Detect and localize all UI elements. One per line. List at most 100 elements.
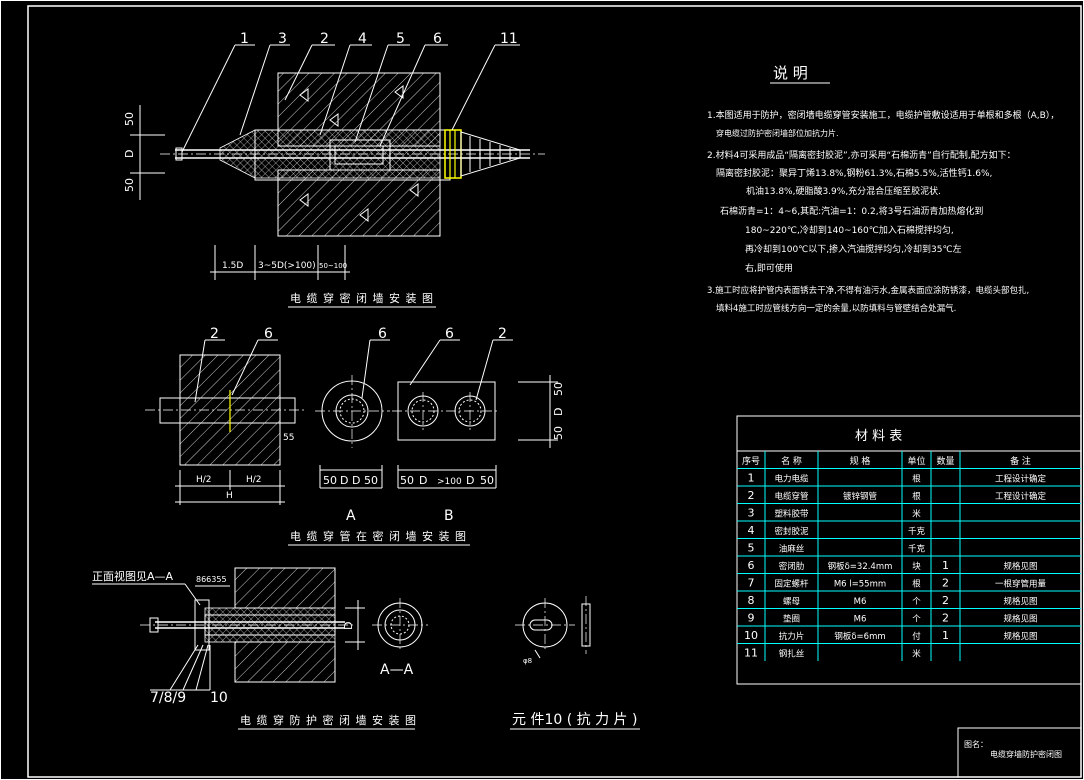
table-cell: 工程设计确定 <box>995 491 1047 502</box>
table-cell: M6 l=55mm <box>834 579 886 589</box>
table-cell: 千克 <box>908 526 926 537</box>
title-block-label: 图名： <box>964 739 988 749</box>
dim-h: H <box>226 491 233 501</box>
table-cell: M6 <box>854 597 867 607</box>
dim-3-5d: 3~5D(>100) <box>258 261 316 271</box>
dim-b-5: 50 <box>480 474 494 487</box>
table-cell: 电力电缆 <box>774 473 809 484</box>
dim-r-mid: D <box>552 408 565 416</box>
table-cell: M6 <box>854 614 867 624</box>
fig1-title: 电 缆 穿 密 闭 墙 安 装 图 <box>290 291 434 305</box>
dim-b-4: D <box>466 474 474 487</box>
label-b: B <box>444 508 454 524</box>
table-cell: 镀锌钢管 <box>843 491 877 502</box>
table-cell: 密封胶泥 <box>774 526 809 537</box>
dim-55: 55 <box>283 433 294 443</box>
table-header-cell: 数量 <box>936 455 954 467</box>
note-line-1: 1.本图适用于防护，密闭墙电缆穿管安装施工，电缆护管敷设适用于单根和多根（A,B… <box>707 109 1059 121</box>
fig3-title: 电 缆 穿 防 护 密 闭 墙 安 装 图 <box>240 713 417 727</box>
front-view-note: 正面视图见A—A <box>92 569 174 583</box>
table-cell: 规格见图 <box>1003 613 1037 624</box>
table-cell: 根 <box>912 491 921 502</box>
table-cell: 规格见图 <box>1003 596 1037 607</box>
table-cell: 10 <box>744 629 758 642</box>
dim-a-4: 50 <box>364 474 378 487</box>
note-line-3: 2.材料4可采用成品“隔离密封胶泥”,亦可采用“石棉沥青”自行配制,配方如下： <box>707 149 1016 161</box>
table-cell: 5 <box>748 541 755 554</box>
table-cell: 规格见图 <box>1003 561 1037 572</box>
dim-a-2: D <box>340 474 348 487</box>
table-cell: 1 <box>748 471 755 484</box>
note-line-5: 机油13.8%,硬脂酸3.9%,充分混合压缩至胶泥状. <box>746 185 941 197</box>
view-b-callout-2: 2 <box>498 326 507 342</box>
table-header-cell: 名 称 <box>781 455 802 467</box>
figure-cable-protective-seal-wall: D 正面视图见A—A 866355 7/8/9 10 A—A 电 缆 穿 防 护… <box>92 567 428 730</box>
table-cell: 塑料胶带 <box>774 508 809 519</box>
table-cell: 钢板δ=32.4mm <box>828 561 893 572</box>
table-cell: 垫圈 <box>783 613 800 624</box>
dim-b-2: D <box>419 474 427 487</box>
table-cell: 电缆穿管 <box>774 491 808 502</box>
callout-4: 4 <box>358 31 367 47</box>
table-cell: 规格见图 <box>1003 631 1037 642</box>
table-cell: 2 <box>748 489 755 502</box>
table-cell: 千克 <box>908 543 926 554</box>
table-cell: 固定螺杆 <box>774 578 809 589</box>
note-line-10: 3.施工时应将护管内表面锈去干净,不得有油污水,金属表面应涂防锈漆，电缆头部包扎… <box>707 285 1029 296</box>
table-cell: 个 <box>912 597 921 607</box>
fig3-dim-d: D <box>342 622 355 630</box>
table-cell: 根 <box>912 473 921 484</box>
dim-b-3: >100 <box>437 477 462 487</box>
table-cell: 块 <box>912 561 921 572</box>
dim-r-top: 50 <box>552 382 565 396</box>
fig3-top-dims: 866355 <box>196 575 227 584</box>
table-cell: 11 <box>744 646 758 659</box>
callout-11: 11 <box>500 31 518 47</box>
table-cell: 钢板δ=6mm <box>834 631 885 642</box>
dim-h-half-1: H/2 <box>196 475 212 485</box>
table-cell: 米 <box>912 648 921 659</box>
table-header-cell: 单位 <box>907 455 925 467</box>
note-line-7: 180~220℃,冷却到140~160℃加入石棉搅拌均匀, <box>745 224 954 236</box>
dim-h-half-2: H/2 <box>246 475 262 485</box>
callout-2: 2 <box>320 31 329 47</box>
note-line-11: 填料4施工时应管线方向一定的余量,以防填料与管壁结合处漏气. <box>716 303 956 314</box>
notes-block: 说 明 1.本图适用于防护，密闭墙电缆穿管安装施工，电缆护管敷设适用于单根和多根… <box>707 64 1059 314</box>
cable-cone <box>460 131 521 177</box>
table-cell: 密闭肋 <box>779 561 805 572</box>
fig2-callout-2: 2 <box>210 326 219 342</box>
callout-5: 5 <box>396 31 405 47</box>
table-cell: 油麻丝 <box>779 543 805 554</box>
dim-b-1: 50 <box>400 474 414 487</box>
note-line-8: 再冷却到100℃以下,掺入汽油搅拌均匀,冷却到35℃左 <box>745 243 962 255</box>
table-cell: 1 <box>942 559 949 572</box>
callout-10: 10 <box>210 690 228 706</box>
table-cell: 米 <box>912 508 921 519</box>
callouts-7-8-9: 7/8/9 <box>150 690 186 706</box>
note-line-6: 石棉沥青=1：4~6,其配:汽油=1：0.2,将3号石油沥青加热熔化到 <box>720 205 983 217</box>
dim-v-bot: 50 <box>123 178 136 192</box>
table-cell: 钢扎丝 <box>779 648 805 659</box>
table-cell: 付 <box>912 631 921 642</box>
component-title: 元 件10 ( 抗 力 片 ) <box>512 712 637 728</box>
table-cell: 7 <box>748 576 755 589</box>
component-dim: φ8 <box>523 657 532 665</box>
table-cell: 9 <box>748 611 755 624</box>
dim-1-5d: 1.5D <box>222 261 243 271</box>
note-line-4: 隔离密封胶泥：聚异丁烯13.8%,钢粉61.3%,石棉5.5%,活性钙1.6%, <box>716 167 992 179</box>
section-aa-label: A—A <box>380 662 414 678</box>
table-cell: 一根穿管用量 <box>995 578 1047 589</box>
dim-r-bot: 50 <box>552 426 565 440</box>
table-cell: 1 <box>942 629 949 642</box>
callout-6: 6 <box>433 31 442 47</box>
table-cell: 4 <box>748 524 755 537</box>
dim-v-mid: D <box>123 150 136 158</box>
table-cell: 螺母 <box>783 596 800 607</box>
dim-a-1: 50 <box>323 474 337 487</box>
callout-3: 3 <box>278 31 287 47</box>
wall-lower <box>277 169 441 237</box>
note-line-9: 右,即可使用 <box>745 262 793 274</box>
fig2-callout-6: 6 <box>264 326 273 342</box>
